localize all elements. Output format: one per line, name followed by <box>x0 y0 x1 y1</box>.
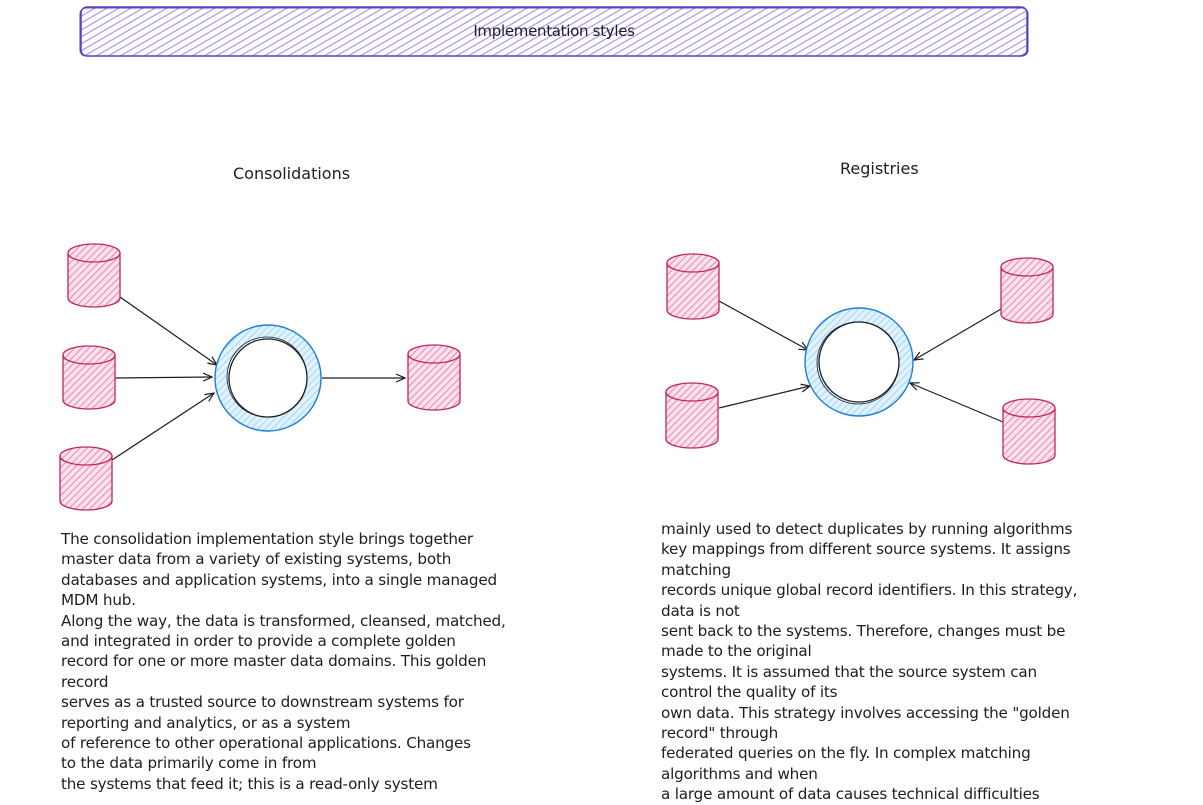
description-line: mainly used to detect duplicates by runn… <box>661 520 1073 538</box>
database-icon <box>1002 398 1056 465</box>
consolidations-title: Consolidations <box>233 164 351 183</box>
description-line: federated queries on the fly. In complex… <box>661 744 1031 763</box>
database-icon <box>666 253 720 320</box>
description-line: data is not <box>661 601 740 620</box>
description-line: MDM hub. <box>61 591 136 610</box>
description-line: systems. It is assumed that the source s… <box>661 662 1037 681</box>
arrow-source-1-to-hub <box>119 296 217 365</box>
database-icon <box>407 344 461 411</box>
description-line: of reference to other operational applic… <box>61 734 471 753</box>
description-line: the systems that feed it; this is a read… <box>61 774 438 793</box>
description-line: and integrated in order to provide a com… <box>61 632 456 651</box>
description-line: algorithms and when <box>661 764 818 783</box>
database-icon <box>1000 257 1054 324</box>
registry-description: mainly used to detect duplicates by runn… <box>661 519 1077 805</box>
description-line: records unique global record identifiers… <box>661 581 1078 600</box>
description-line: key mappings from different source syste… <box>661 540 1071 559</box>
description-line: matching <box>661 560 731 579</box>
description-line: own data. This strategy involves accessi… <box>661 703 1070 722</box>
arrow-source-2-to-hub <box>114 377 212 378</box>
description-line: master data from a variety of existing s… <box>61 550 452 569</box>
database-icon <box>59 446 113 511</box>
arrow-source-2-to-hub <box>718 386 810 409</box>
description-line: serves as a trusted source to downstream… <box>61 693 464 712</box>
description-line: reporting and analytics, or as a system <box>61 713 351 732</box>
description-line: made to the original <box>661 642 812 661</box>
banner-title: Implementation styles <box>473 22 635 40</box>
database-icon <box>62 345 116 410</box>
description-line: The consolidation implementation style b… <box>61 530 473 548</box>
database-icon <box>67 243 121 308</box>
title-banner <box>79 6 1029 57</box>
description-line: control the quality of its <box>661 683 838 702</box>
description-line: record" through <box>661 724 779 743</box>
consolidations-diagram <box>59 243 461 511</box>
description-line: to the data primarily come in from <box>61 754 317 773</box>
arrow-source-3-to-hub <box>111 393 214 461</box>
registries-diagram <box>665 253 1056 465</box>
arrow-source-1-to-hub <box>718 300 808 350</box>
description-line: record <box>61 672 109 691</box>
description-line: record for one or more master data domai… <box>61 652 487 671</box>
arrow-source-4-to-hub <box>910 383 1004 423</box>
description-line: a large amount of data causes technical … <box>661 785 1040 804</box>
description-line: databases and application systems, into … <box>61 570 497 589</box>
registry-hub-icon <box>804 307 914 417</box>
description-line: Along the way, the data is transformed, … <box>61 611 506 630</box>
mdm-hub-icon <box>214 324 322 432</box>
description-line: sent back to the systems. Therefore, cha… <box>661 622 1066 641</box>
registries-title: Registries <box>840 159 919 178</box>
arrow-source-3-to-hub <box>914 308 1002 360</box>
database-icon <box>665 382 719 449</box>
consolidation-description: The consolidation implementation style b… <box>61 529 506 794</box>
